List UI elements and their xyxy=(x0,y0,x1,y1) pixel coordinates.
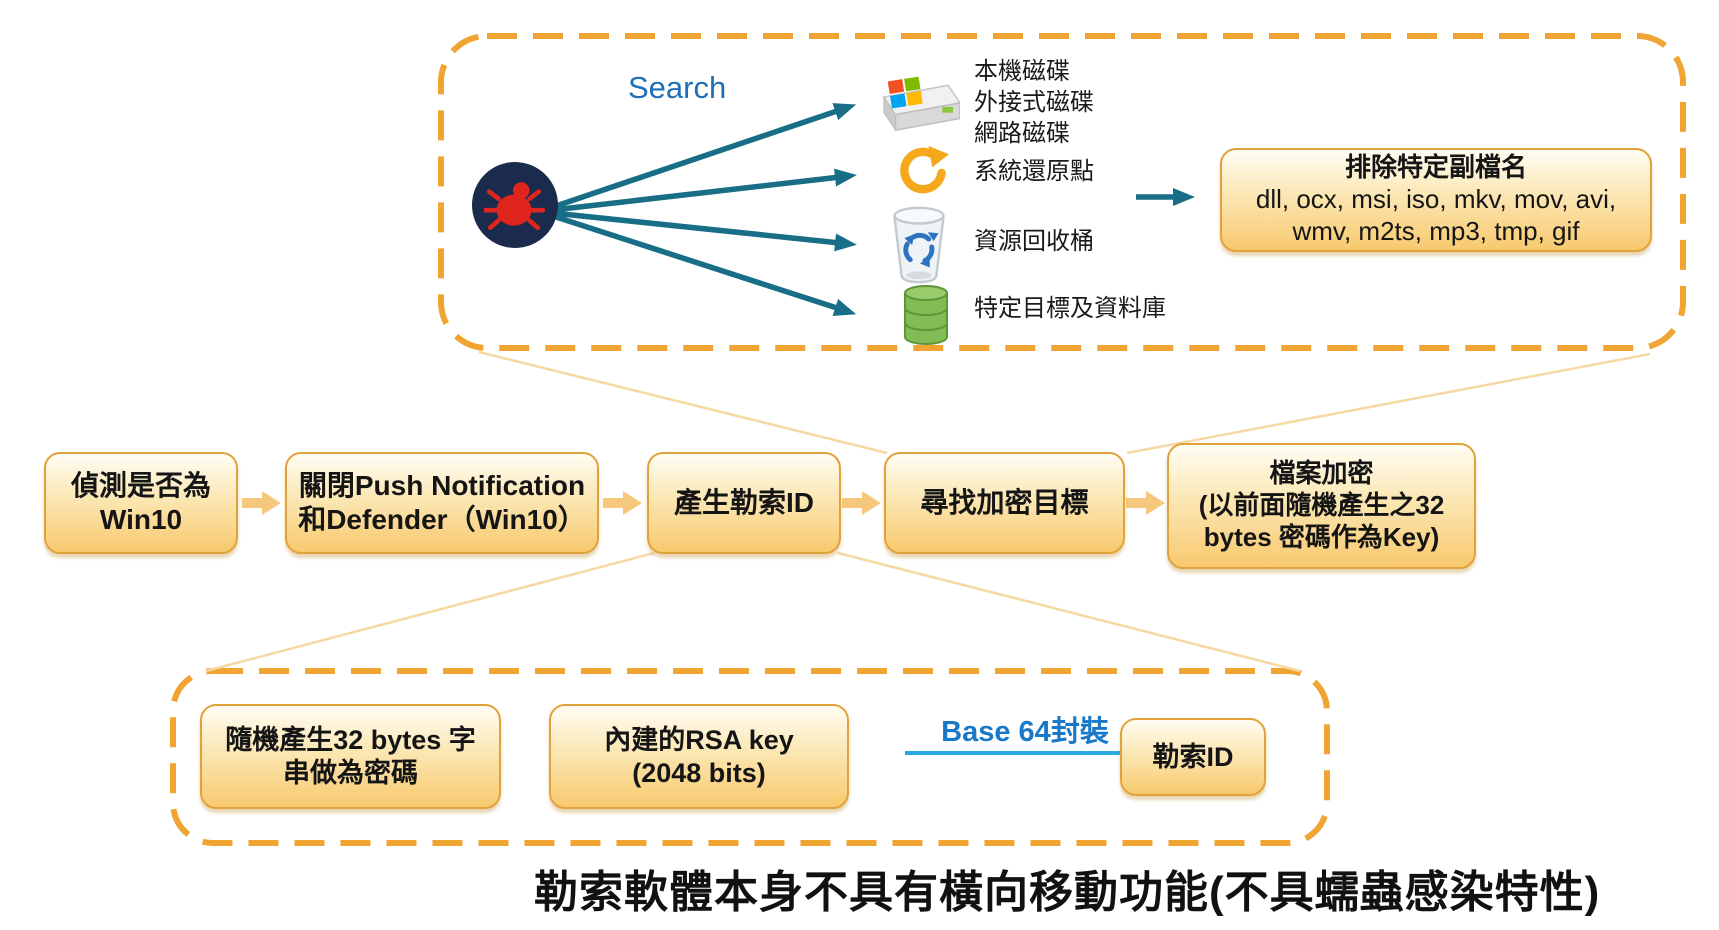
flow-step-line: 和Defender（Win10） xyxy=(298,504,586,535)
target-label-database: 特定目標及資料庫 xyxy=(974,295,1166,322)
footer-caption: 勒索軟體本身不具有橫向移動功能(不具蠕蟲感染特性) xyxy=(534,868,1601,917)
search-label: Search xyxy=(628,70,727,105)
bug-icon xyxy=(484,182,546,231)
search-arrow-icon xyxy=(552,168,857,213)
recycle-bin-icon xyxy=(886,202,952,291)
callout-line xyxy=(205,551,655,673)
malware-bug-icon xyxy=(472,162,558,248)
password-box-line: 隨機產生32 bytes 字 xyxy=(225,724,476,755)
flow-step-line: Win10 xyxy=(99,504,183,535)
excluded-extensions-box: 排除特定副檔名 dll, ocx, msi, iso, mkv, mov, av… xyxy=(1220,148,1652,252)
database-icon xyxy=(902,284,950,351)
flow-step-line: 尋找加密目標 xyxy=(920,486,1089,518)
flow-arrow-icon xyxy=(242,491,281,515)
search-arrow-icon xyxy=(552,213,857,317)
flow-step-detect-win10: 偵測是否為 Win10 xyxy=(44,452,238,554)
system-restore-icon xyxy=(892,144,950,205)
search-arrow-icon xyxy=(552,103,857,210)
ransom-id-box: 勒索ID xyxy=(1120,718,1266,796)
excluded-extensions-line: dll, ocx, msi, iso, mkv, mov, avi, xyxy=(1255,184,1617,215)
target-label-restore: 系統還原點 xyxy=(974,158,1094,185)
flow-arrow-icon xyxy=(603,491,642,515)
flow-step-line: 產生勒索ID xyxy=(673,486,814,518)
base64-label: Base 64封裝 xyxy=(941,716,1109,748)
search-arrow-icon xyxy=(552,210,857,252)
rsa-key-box: 內建的RSA key (2048 bits) xyxy=(549,704,849,809)
excluded-extensions-line: wmv, m2ts, mp3, tmp, gif xyxy=(1292,215,1580,246)
excluded-extensions-title: 排除特定副檔名 xyxy=(1344,152,1527,183)
target-label-recycle: 資源回收桶 xyxy=(974,228,1094,255)
target-label-drives: 本機磁碟 外接式磁碟 網路磁碟 xyxy=(974,56,1094,149)
rsa-key-box-line: (2048 bits) xyxy=(632,757,766,788)
password-box: 隨機產生32 bytes 字 串做為密碼 xyxy=(200,704,501,809)
ransom-id-box-line: 勒索ID xyxy=(1152,741,1234,772)
flow-arrow-icon xyxy=(842,491,881,515)
callout-line xyxy=(837,551,1301,673)
flow-step-find-encrypt-targets: 尋找加密目標 xyxy=(884,452,1125,554)
flow-step-line: 檔案加密 xyxy=(1269,458,1374,489)
callout-line xyxy=(1126,352,1651,455)
callout-line xyxy=(478,350,888,455)
password-box-line: 串做為密碼 xyxy=(283,757,418,788)
target-label-line: 網路磁碟 xyxy=(974,120,1070,147)
flow-step-generate-ransom-id: 產生勒索ID xyxy=(647,452,841,554)
target-label-line: 本機磁碟 xyxy=(974,58,1070,85)
target-label-line: 外接式磁碟 xyxy=(974,89,1094,116)
flow-arrow-icon xyxy=(1126,491,1165,515)
rsa-key-box-line: 內建的RSA key xyxy=(604,724,794,755)
flow-step-encrypt-files: 檔案加密 (以前面隨機產生之32 bytes 密碼作為Key) xyxy=(1167,443,1476,569)
flow-step-line: bytes 密碼作為Key) xyxy=(1203,521,1440,552)
flow-step-line: 關閉Push Notification xyxy=(298,469,586,501)
flow-step-disable-push-defender: 關閉Push Notification 和Defender（Win10） xyxy=(285,452,599,554)
flow-step-line: (以前面隨機產生之32 xyxy=(1198,490,1445,521)
flow-step-line: 偵測是否為 xyxy=(70,469,211,501)
disk-drives-icon xyxy=(872,60,962,143)
